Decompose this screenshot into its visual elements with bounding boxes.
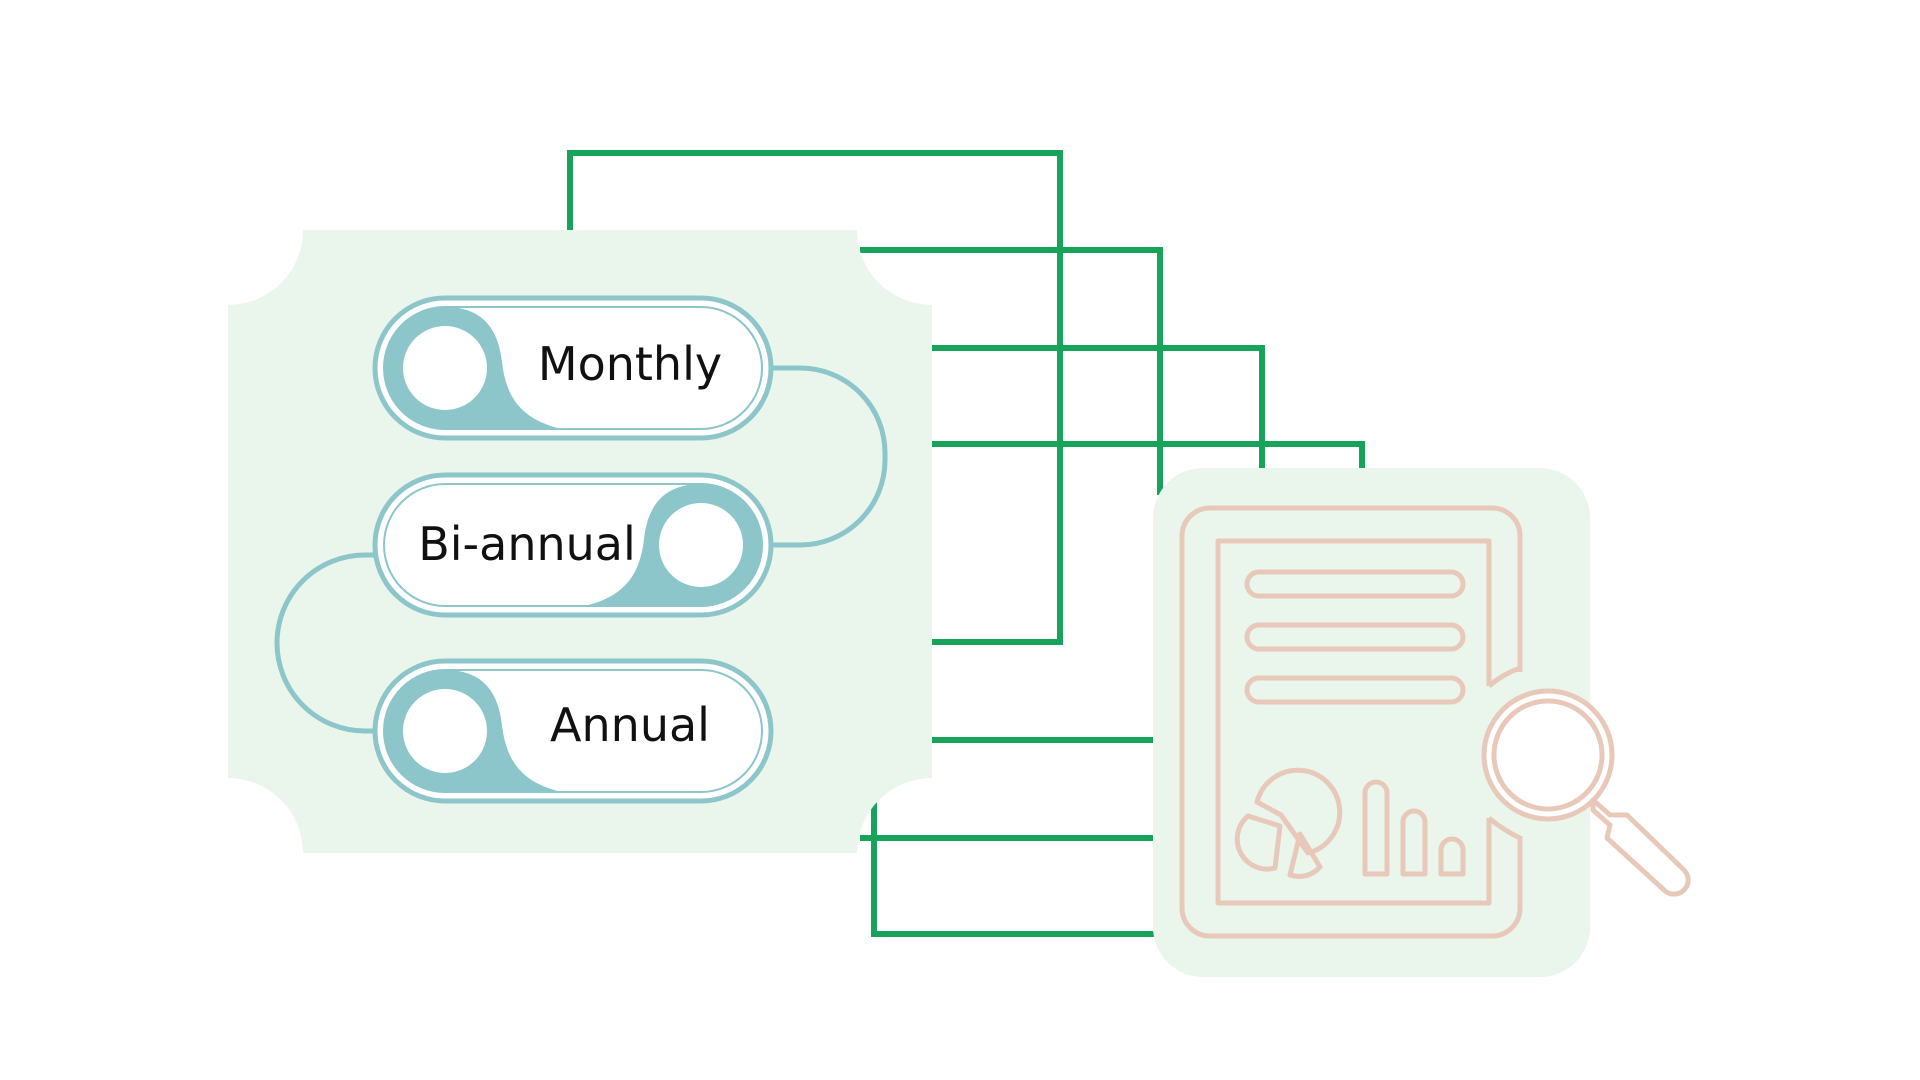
option-label-annual: Annual xyxy=(550,698,710,752)
connector-line-3 xyxy=(930,345,1265,470)
option-pill-annual[interactable]: Annual xyxy=(372,658,774,804)
magnifier-icon xyxy=(1481,688,1691,897)
connector-lines xyxy=(567,150,1365,937)
option-pill-biannual[interactable]: Bi-annual xyxy=(372,472,774,618)
option-label-biannual: Bi-annual xyxy=(418,517,636,571)
connector-line-4 xyxy=(930,441,1365,470)
text-lines xyxy=(1244,569,1466,705)
radio-knob-monthly[interactable] xyxy=(399,322,491,414)
report-document-icon xyxy=(1179,505,1523,939)
bar-chart-icon xyxy=(1362,779,1466,877)
connector-line-7 xyxy=(871,800,1160,937)
radio-knob-annual[interactable] xyxy=(399,685,491,777)
pie-chart-icon xyxy=(1234,767,1343,879)
option-pill-monthly[interactable]: Monthly xyxy=(372,295,774,441)
option-label-monthly: Monthly xyxy=(538,337,722,391)
connector-line-1 xyxy=(567,150,1063,645)
pill-link-monthly-biannual xyxy=(768,365,888,548)
pill-link-biannual-annual xyxy=(274,552,378,734)
pill-links xyxy=(274,365,888,734)
radio-knob-biannual[interactable] xyxy=(655,499,747,591)
connector-line-2 xyxy=(860,247,1163,495)
